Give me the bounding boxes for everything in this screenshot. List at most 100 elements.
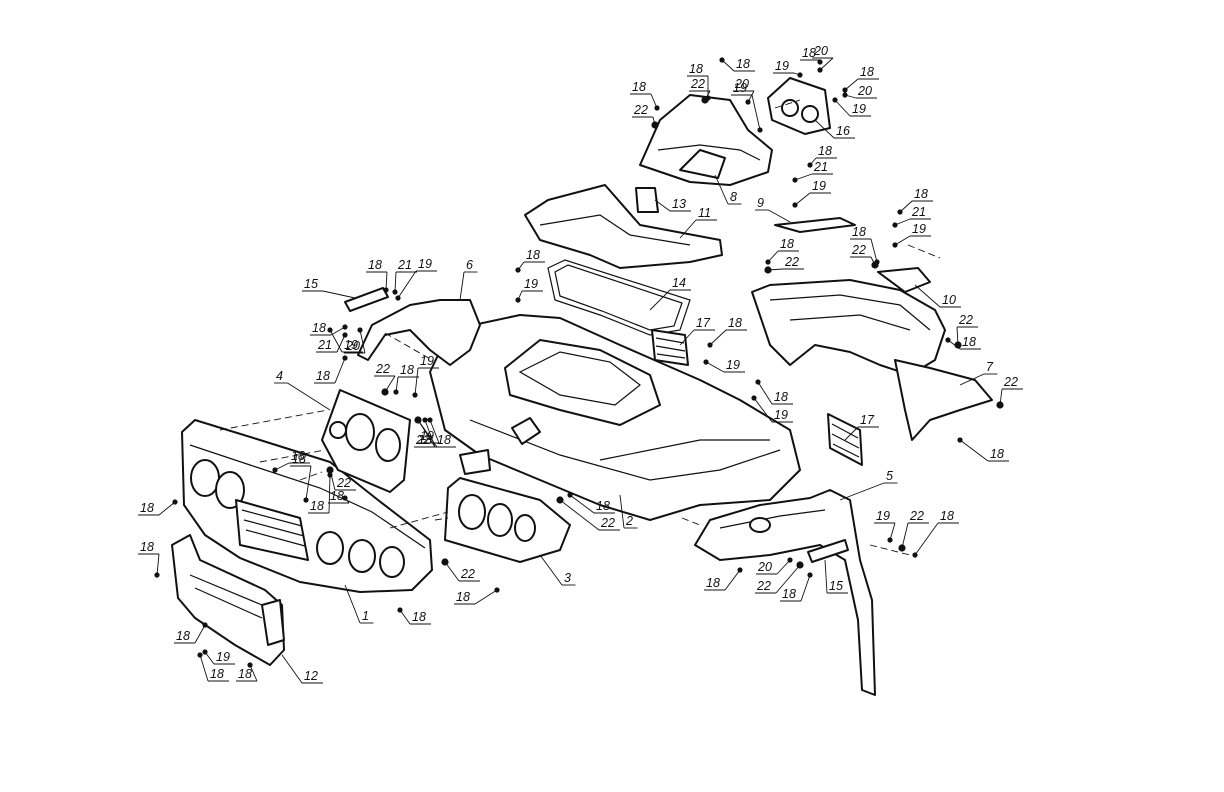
leader-line xyxy=(844,94,857,99)
callout-label: 18 xyxy=(914,187,928,201)
callout-label: 18 xyxy=(632,80,646,94)
callout-label: 22 xyxy=(1003,375,1018,389)
assembly-lines xyxy=(219,99,941,556)
callout-label: 9 xyxy=(757,196,764,210)
leader-line xyxy=(767,268,784,271)
callout-label: 19 xyxy=(344,338,358,352)
leader-line xyxy=(794,192,811,206)
leader-line xyxy=(956,326,959,346)
part-storage-cover xyxy=(524,184,723,269)
callout-label: 19 xyxy=(733,81,747,95)
callout-label: 15 xyxy=(304,277,318,291)
callout-label: 20 xyxy=(734,77,749,91)
callout-label: 18 xyxy=(990,447,1004,461)
leader-line xyxy=(844,78,859,91)
leader-line xyxy=(199,654,209,682)
part-rear-side-panel xyxy=(894,359,993,441)
leader-line xyxy=(305,465,312,501)
callout-label: 20 xyxy=(757,560,772,574)
leader-line xyxy=(870,256,876,266)
callout-label: 18 xyxy=(962,335,976,349)
leader-line xyxy=(281,654,303,684)
callout-label: 19 xyxy=(852,102,866,116)
callout-label: 18 xyxy=(706,576,720,590)
callout-label: 18 xyxy=(316,369,330,383)
callout-label: 18 xyxy=(292,452,306,466)
leader-line xyxy=(753,397,773,423)
callout-label: 19 xyxy=(418,257,432,271)
callout-label: 22 xyxy=(336,476,351,490)
leader-line xyxy=(414,367,419,396)
part-vent-grille xyxy=(651,329,689,366)
leader-line xyxy=(359,329,366,354)
callout-label: 12 xyxy=(304,669,318,683)
leader-line xyxy=(322,290,356,299)
leader-line xyxy=(397,270,417,299)
callout-label: 18 xyxy=(860,65,874,79)
callout-label: 1 xyxy=(362,609,369,623)
leader-line xyxy=(776,559,791,575)
leader-line xyxy=(459,271,465,301)
leader-line xyxy=(399,609,411,625)
leader-line xyxy=(705,361,725,373)
leader-line xyxy=(839,482,885,501)
callout-label: 19 xyxy=(812,179,826,193)
callout-label: 18 xyxy=(176,629,190,643)
callout-label: 11 xyxy=(698,206,711,220)
leader-line xyxy=(834,99,851,117)
leader-lines xyxy=(156,57,1003,684)
leader-line xyxy=(768,209,791,223)
callout-label: 18 xyxy=(140,540,154,554)
leader-line xyxy=(274,462,290,471)
callout-label: 8 xyxy=(730,190,737,204)
callout-label: 18 xyxy=(312,321,326,335)
callout-label: 18 xyxy=(596,499,610,513)
callout-label: 18 xyxy=(456,590,470,604)
leader-line xyxy=(385,271,388,291)
callout-label: 17 xyxy=(860,413,875,427)
callout-label: 18 xyxy=(782,587,796,601)
part-skid-plate xyxy=(171,534,285,666)
callout-label: 13 xyxy=(672,197,686,211)
leader-line xyxy=(959,439,989,462)
callout-label: 20 xyxy=(813,44,828,58)
leader-line xyxy=(559,499,600,531)
leader-line xyxy=(444,561,460,582)
part-instrument-cluster xyxy=(767,77,831,135)
leader-line xyxy=(800,574,811,602)
callout-label: 19 xyxy=(524,277,538,291)
leader-line xyxy=(889,522,896,541)
callout-label: 19 xyxy=(420,354,434,368)
callout-label: 22 xyxy=(375,362,390,376)
leader-line xyxy=(775,564,801,594)
leader-line xyxy=(329,469,336,491)
leader-line xyxy=(394,271,397,293)
leader-line xyxy=(894,218,911,226)
part-rear-fender xyxy=(751,267,946,376)
callout-label: 19 xyxy=(775,59,789,73)
callout-label: 21 xyxy=(911,205,926,219)
part-cover-plate xyxy=(774,217,856,233)
callout-label: 18 xyxy=(728,316,742,330)
callout-label: 22 xyxy=(909,509,924,523)
callout-label: 19 xyxy=(726,358,740,372)
leader-line xyxy=(649,289,671,311)
callout-label: 18 xyxy=(291,449,305,463)
part-front-fender-left xyxy=(357,299,481,366)
leader-line xyxy=(334,357,346,384)
leader-line xyxy=(569,494,595,514)
leader-line xyxy=(619,494,625,529)
callout-label: 22 xyxy=(958,313,973,327)
callout-label: 22 xyxy=(415,433,430,447)
callout-label: 18 xyxy=(330,489,344,503)
callout-label: 5 xyxy=(886,469,893,483)
callout-label: 18 xyxy=(368,258,382,272)
leader-line xyxy=(539,554,563,586)
callout-label: 22 xyxy=(784,255,799,269)
callout-label: 21 xyxy=(317,338,332,352)
callout-label: 18 xyxy=(852,225,866,239)
leader-line xyxy=(793,72,801,76)
callout-label: 7 xyxy=(986,360,994,374)
callout-label: 19 xyxy=(912,222,926,236)
leader-line xyxy=(870,238,878,263)
